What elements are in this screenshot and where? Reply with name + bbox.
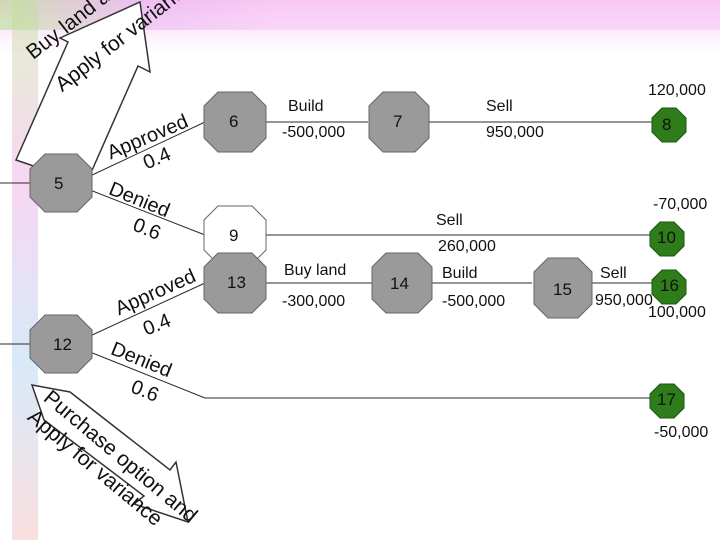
decision-node-13: [203, 252, 267, 314]
node-label-5: 5: [54, 174, 64, 193]
decision-node-15: [533, 257, 593, 319]
node-label-6: 6: [229, 112, 239, 131]
node-label-14: 14: [390, 274, 409, 293]
decision-node-12: [29, 314, 93, 374]
payoff-8: 120,000: [648, 82, 706, 99]
action-buy-land-cost: -300,000: [282, 293, 346, 310]
node-label-16: 16: [660, 276, 679, 295]
action-sell-top: Sell: [486, 98, 513, 115]
arrow-buy-land: [14, 0, 151, 185]
action-build-top-cost: -500,000: [282, 124, 346, 141]
action-sell-bottom: Sell: [600, 265, 627, 282]
node-label-13: 13: [227, 273, 246, 292]
decision-node-7: [368, 91, 430, 153]
node-label-9: 9: [229, 226, 239, 245]
node-label-17: 17: [657, 390, 676, 409]
node-label-7: 7: [393, 112, 403, 131]
node-label-15: 15: [553, 280, 572, 299]
action-build-mid-cost: -500,000: [442, 293, 506, 310]
node-label-12: 12: [53, 335, 72, 354]
decorative-strip-left: [12, 0, 38, 540]
action-sell-bottom-value: 950,000: [595, 292, 653, 309]
terminal-node-8: [651, 107, 687, 143]
payoff-17: -50,000: [654, 424, 709, 441]
action-sell-mid: Sell: [436, 212, 463, 229]
payoff-10: -70,000: [653, 196, 708, 213]
decision-node-6: [203, 91, 267, 153]
action-build-top: Build: [288, 98, 324, 115]
action-build-mid: Build: [442, 265, 478, 282]
action-sell-mid-value: 260,000: [438, 238, 496, 255]
decision-node-14: [371, 252, 433, 314]
terminal-node-10: [649, 221, 685, 257]
terminal-node-17: [649, 383, 685, 419]
decision-node-5: [29, 153, 93, 213]
node-label-8: 8: [662, 115, 672, 134]
arrow-purchase-option: [30, 384, 189, 524]
action-sell-top-value: 950,000: [486, 124, 544, 141]
action-buy-land: Buy land: [284, 262, 347, 279]
terminal-node-16: [651, 269, 687, 305]
payoff-16: 100,000: [648, 304, 706, 321]
node-label-10: 10: [657, 228, 676, 247]
